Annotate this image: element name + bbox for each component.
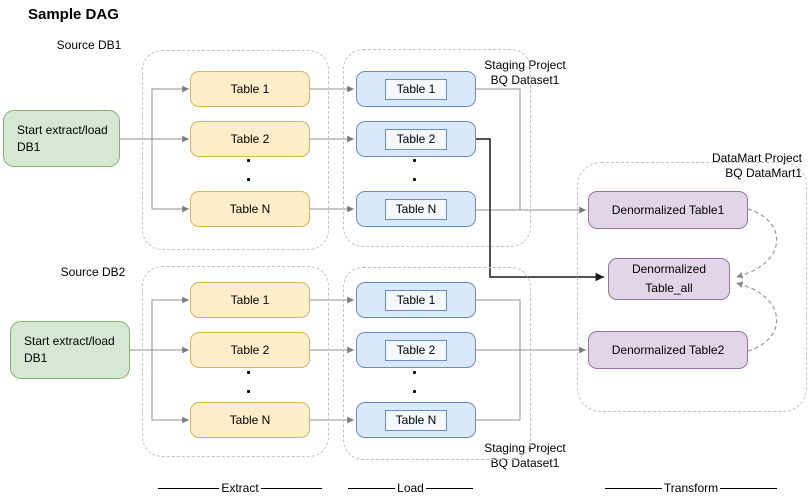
start-node-db1-line1: Start extract/load: [17, 122, 108, 137]
stage-rule-left: [605, 487, 662, 489]
load1-ellipsis-dots: ..: [413, 159, 416, 181]
stage-label-load-text: Load: [397, 481, 424, 495]
start-node-db1-line2: DB1: [17, 139, 41, 154]
extract1-tableN: Table N: [190, 191, 310, 227]
start-node-db2: Start extract/load DB1: [10, 321, 130, 379]
load1-table2: Table 2: [356, 121, 476, 157]
extract-group-db1: [142, 50, 329, 250]
load1-tableN-inner: Table N: [385, 198, 447, 220]
load1-table1: Table 1: [356, 71, 476, 107]
datamart-label-line2: BQ DataMart1: [725, 166, 802, 180]
source-db2-label: Source DB2: [60, 265, 126, 279]
stage-rule-right: [260, 487, 322, 489]
extract2-table1: Table 1: [190, 282, 310, 318]
extract2-ellipsis-dots: ..: [247, 371, 250, 393]
load2-ellipsis-dots: ..: [413, 371, 416, 393]
datamart-label: DataMart Project BQ DataMart1: [655, 151, 802, 181]
load-group-db2: [343, 267, 531, 460]
stage-rule-right: [425, 487, 474, 489]
load2-table1-inner: Table 1: [385, 289, 447, 311]
extract2-table2: Table 2: [190, 332, 310, 368]
load1-tableN: Table N: [356, 191, 476, 227]
load-group-db1: [343, 49, 531, 247]
denormalized-table-all-node: Denormalized Table_all: [608, 258, 730, 300]
diagram-title: Sample DAG: [28, 6, 119, 23]
extract1-ellipsis-dots: ..: [247, 159, 250, 181]
stage-rule-left: [158, 487, 220, 489]
start-node-db2-line2: DB1: [24, 351, 48, 365]
datamart-label-line1: DataMart Project: [711, 151, 802, 165]
stage-label-extract: Extract: [158, 481, 322, 495]
denormalized-table-all-line2: Table_all: [645, 281, 693, 295]
load1-table2-inner: Table 2: [385, 128, 447, 150]
extract1-table2: Table 2: [190, 121, 310, 157]
load2-tableN-inner: Table N: [385, 409, 447, 431]
extract-group-db2: [142, 266, 329, 457]
load2-table2: Table 2: [356, 332, 476, 368]
stage-label-extract-text: Extract: [221, 481, 259, 495]
extract1-table1: Table 1: [190, 71, 310, 107]
source-db1-label: Source DB1: [56, 38, 122, 52]
extract2-tableN: Table N: [190, 402, 310, 438]
load2-table1: Table 1: [356, 282, 476, 318]
stage-label-transform: Transform: [605, 481, 778, 495]
staging-label-top-line2: BQ Dataset1: [490, 73, 560, 87]
transform-group: [577, 162, 807, 412]
stage-rule-right: [720, 487, 778, 489]
denormalized-table1-node: Denormalized Table1: [588, 191, 748, 229]
denormalized-table2-node: Denormalized Table2: [588, 331, 748, 369]
denormalized-table-all-line1: Denormalized: [631, 262, 707, 276]
stage-label-transform-text: Transform: [663, 481, 719, 495]
load2-tableN: Table N: [356, 402, 476, 438]
start-node-db1: Start extract/load DB1: [3, 110, 120, 167]
load2-table2-inner: Table 2: [385, 339, 447, 361]
start-node-db2-line1: Start extract/load: [24, 334, 115, 348]
load1-table1-inner: Table 1: [385, 78, 447, 100]
stage-label-load: Load: [348, 481, 474, 495]
stage-rule-left: [348, 487, 396, 489]
